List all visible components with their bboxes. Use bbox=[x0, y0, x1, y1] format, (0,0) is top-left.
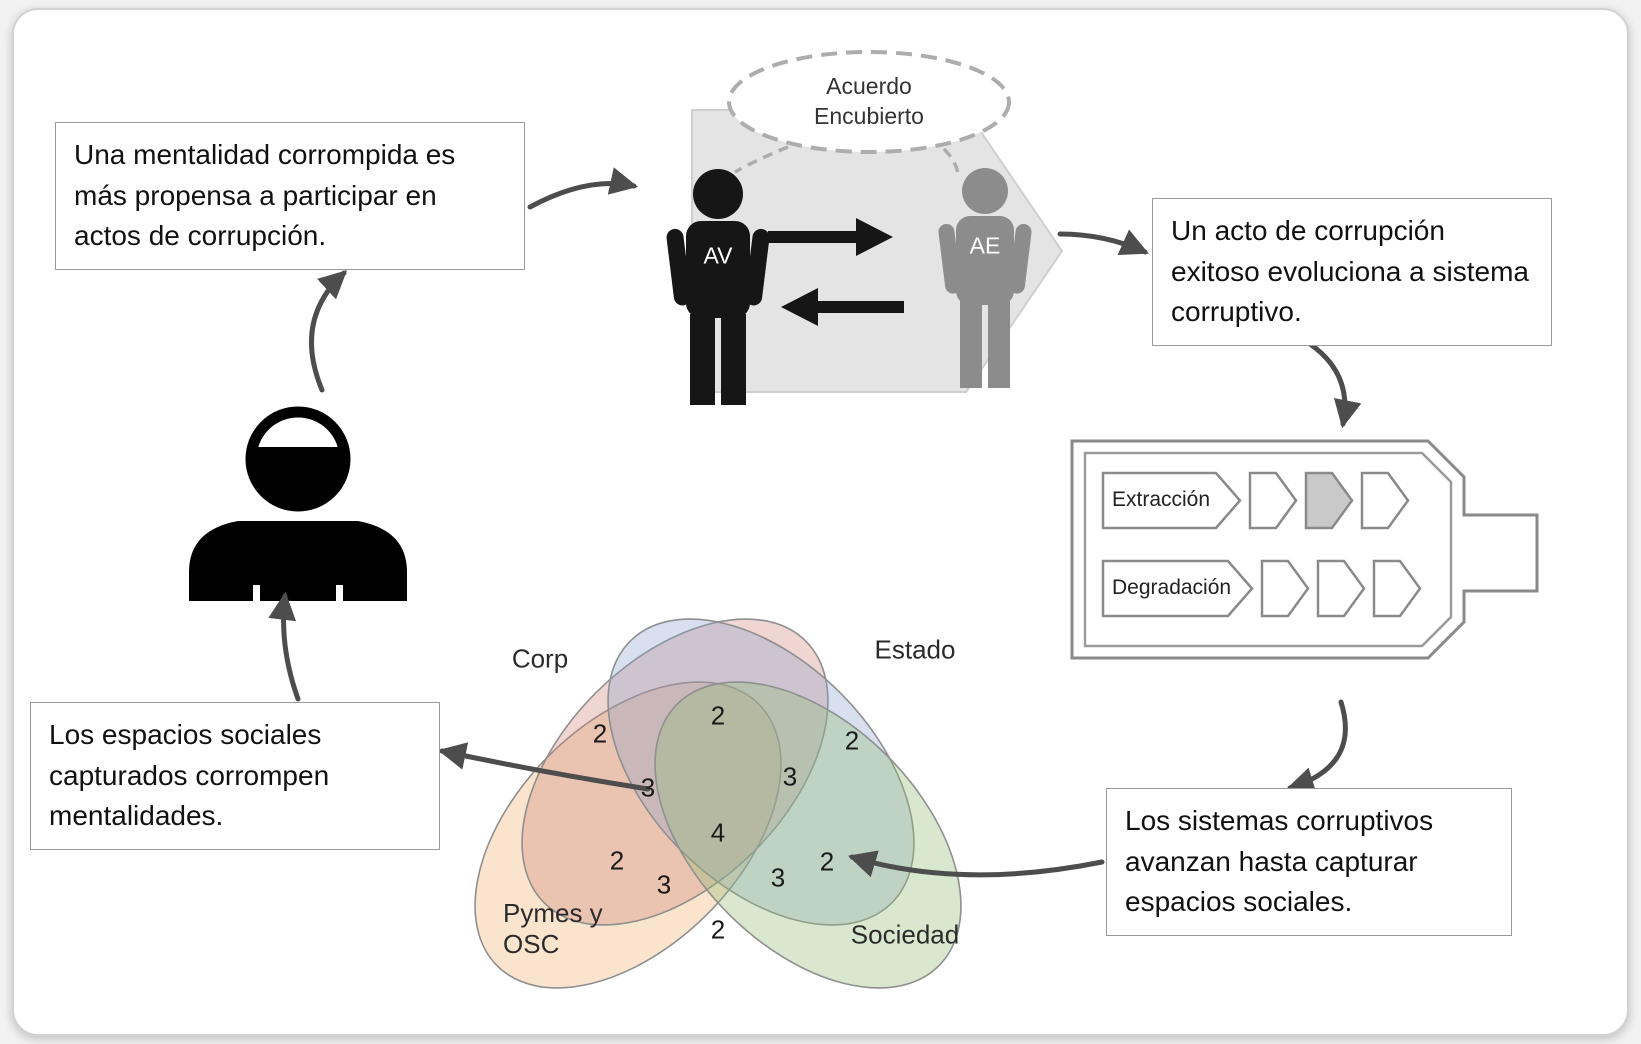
venn-count: 3 bbox=[640, 772, 656, 803]
actor-ae-figure bbox=[938, 168, 1032, 388]
venn-label-estado: Estado bbox=[874, 634, 956, 665]
callout-mindset: Una mentalidad corrompida es más propens… bbox=[55, 122, 525, 270]
arrow-act-to-callout bbox=[1057, 229, 1149, 256]
chevron-small bbox=[1248, 471, 1298, 530]
venn-count: 2 bbox=[592, 718, 608, 749]
venn-label-pymes: Pymes y OSC bbox=[503, 898, 603, 959]
agreement-cloud bbox=[727, 50, 1011, 175]
arrow-mindset-to-act bbox=[527, 167, 639, 210]
arrow-right-icon bbox=[768, 218, 893, 256]
chevron-extraction bbox=[1101, 471, 1242, 530]
venn-label-sociedad: Sociedad bbox=[850, 919, 960, 950]
venn-count: 2 bbox=[609, 845, 625, 876]
chevron-small bbox=[1260, 559, 1310, 618]
venn-ellipse-sociedad bbox=[654, 681, 962, 989]
arrow-battery-to-callout bbox=[1285, 699, 1348, 795]
arrow-left-icon bbox=[781, 288, 904, 326]
actor-av-label: AV bbox=[703, 242, 733, 269]
venn-count: 3 bbox=[770, 862, 786, 893]
arrow-callout-to-person bbox=[268, 591, 301, 702]
battery-degradation-label: Degradación bbox=[1112, 576, 1232, 599]
callout-systems: Los sistemas corruptivos avanzan hasta c… bbox=[1106, 788, 1512, 936]
arrow-callout-to-battery bbox=[1307, 341, 1362, 429]
chevron-degradation bbox=[1101, 559, 1254, 618]
corrupted-mind-icon bbox=[189, 406, 407, 601]
arrow-person-to-mindset bbox=[309, 270, 348, 393]
venn-label-corp: Corp bbox=[511, 643, 569, 674]
venn-count: 2 bbox=[844, 725, 860, 756]
chevron-small bbox=[1316, 559, 1366, 618]
venn-count: 2 bbox=[710, 914, 726, 945]
arrow-callout-to-venn bbox=[847, 850, 1105, 878]
battery-system bbox=[1070, 439, 1539, 660]
venn-ellipse-pymes bbox=[474, 681, 782, 989]
venn-count: 3 bbox=[782, 761, 798, 792]
actor-av-figure bbox=[666, 169, 770, 405]
actor-ae-label: AE bbox=[969, 232, 1001, 259]
callout-spaces: Los espacios sociales capturados corromp… bbox=[30, 702, 440, 850]
venn-ellipse-estado bbox=[607, 618, 915, 926]
venn-diagram bbox=[474, 618, 962, 989]
agreement-bubble-text: Acuerdo Encubierto bbox=[814, 73, 924, 129]
cycle-arrows bbox=[268, 167, 1362, 878]
chevron-small bbox=[1372, 559, 1422, 618]
venn-count: 2 bbox=[819, 846, 835, 877]
venn-count: 3 bbox=[656, 869, 672, 900]
venn-count: 4 bbox=[710, 817, 726, 848]
callout-act: Un acto de corrupción exitoso evoluciona… bbox=[1152, 198, 1552, 346]
chevron-small-filled bbox=[1304, 471, 1354, 530]
exchange-arrows bbox=[768, 218, 904, 326]
arrow-venn-to-callout bbox=[437, 742, 651, 792]
venn-ellipse-corp bbox=[521, 618, 829, 926]
chevron-small bbox=[1360, 471, 1410, 530]
battery-extraction-label: Extracción bbox=[1112, 488, 1211, 511]
venn-count: 2 bbox=[710, 700, 726, 731]
